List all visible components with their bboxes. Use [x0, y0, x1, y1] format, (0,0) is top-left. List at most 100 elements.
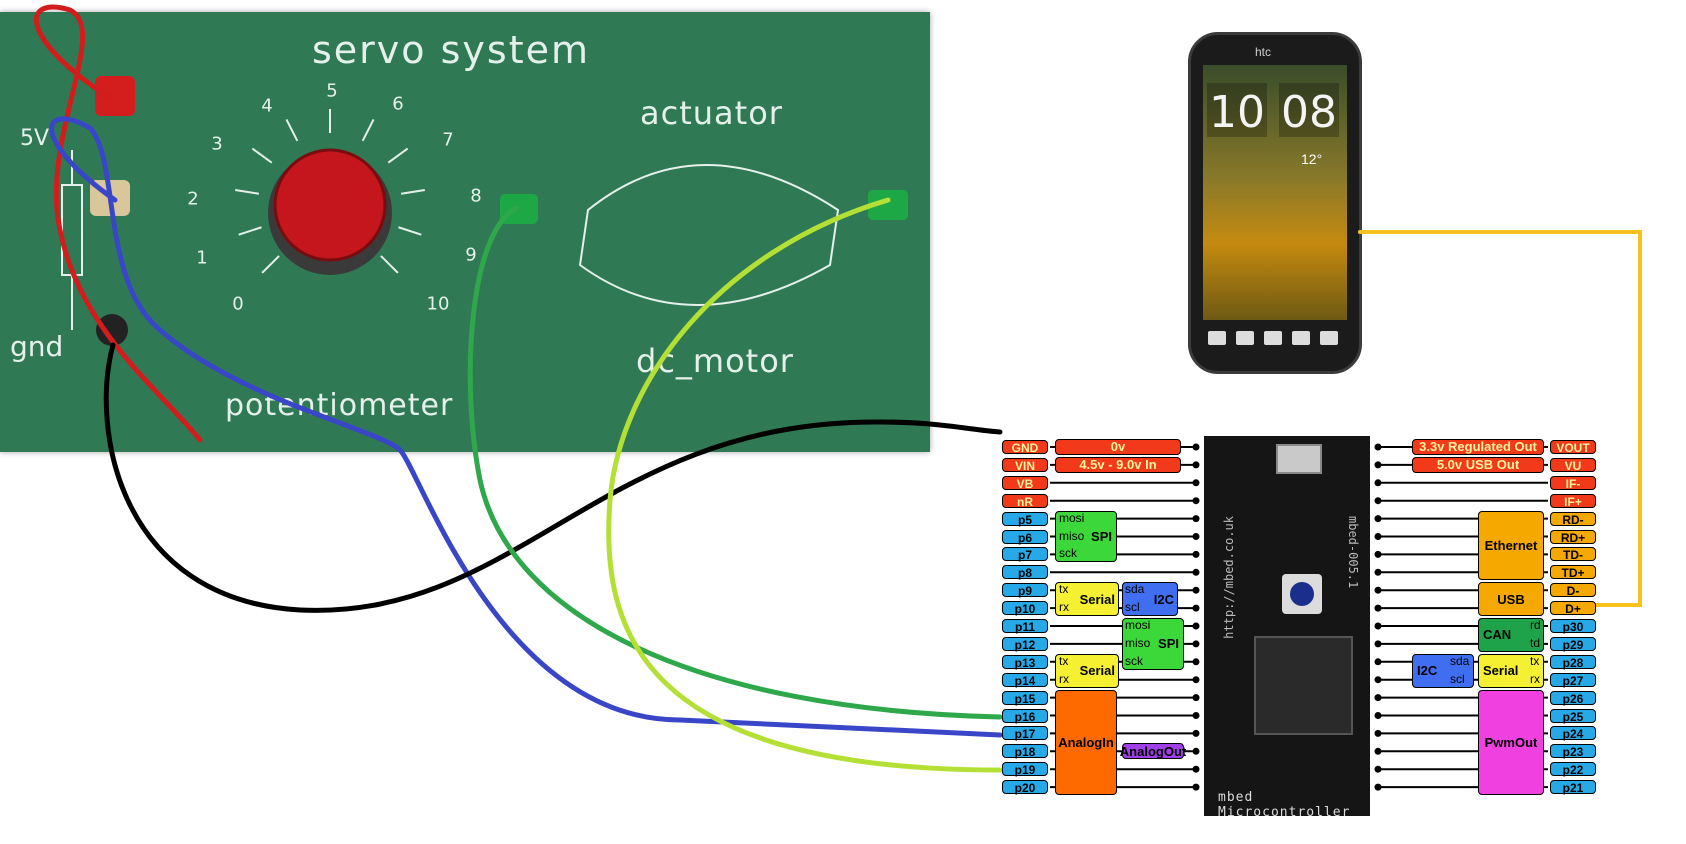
pin-d-: D-	[1550, 583, 1596, 598]
signal-mosi: mosi	[1125, 618, 1151, 632]
pin-dot	[1192, 729, 1200, 737]
dial-tick	[235, 188, 260, 195]
pin-dot	[1192, 783, 1200, 791]
pin-dot	[1192, 694, 1200, 702]
resistor-symbol	[61, 184, 83, 276]
gnd-jack	[96, 314, 128, 346]
pin-dot	[1374, 461, 1382, 469]
pin-vin: VIN	[1002, 457, 1048, 473]
pin-dot	[1374, 694, 1382, 702]
pin-p11: p11	[1002, 619, 1048, 634]
supply-5v-label: 5V	[20, 126, 50, 151]
serial-group-1: Serial	[1055, 582, 1119, 616]
pin-dot	[1192, 568, 1200, 576]
pin-p25: p25	[1550, 708, 1596, 724]
pin-dot	[1374, 765, 1382, 773]
pin-dot	[1192, 479, 1200, 487]
reset-button	[1282, 574, 1322, 614]
signal-miso: miso	[1059, 528, 1085, 543]
mcu-side-url: http://mbed.co.uk	[1222, 516, 1236, 639]
pin-dot	[1192, 765, 1200, 773]
pin-vb: VB	[1002, 475, 1048, 491]
serial-group-3: Serial	[1478, 653, 1544, 688]
pin-p21: p21	[1550, 780, 1596, 795]
dial-number-0: 0	[232, 293, 244, 315]
pin-dot	[1192, 461, 1200, 469]
pwmout-group: PwmOut	[1478, 689, 1544, 795]
pin-rd+: RD+	[1550, 529, 1596, 545]
dial-tick	[261, 255, 280, 274]
pin-p6: p6	[1002, 529, 1048, 545]
motor-jack-right	[868, 190, 908, 220]
camera-icon	[1320, 331, 1338, 345]
usb-yellow-wire	[1358, 230, 1642, 607]
pin-p27: p27	[1550, 672, 1596, 688]
spi-group-1: SPI	[1055, 510, 1117, 563]
pin-dot	[1192, 622, 1200, 630]
dial-number-5: 5	[326, 80, 338, 102]
pin-p14: p14	[1002, 672, 1048, 688]
signal-tx: tx	[1059, 653, 1069, 668]
clock-minutes: 08	[1281, 87, 1337, 138]
phone-icon	[1208, 331, 1226, 345]
pin-dot	[1192, 497, 1200, 505]
pin-p16: p16	[1002, 708, 1048, 724]
gnd-description: 0v	[1055, 439, 1181, 455]
dial-number-7: 7	[442, 129, 454, 151]
pin-dot	[1374, 550, 1382, 558]
serial-group-2: Serial	[1055, 653, 1119, 688]
signal-rx: rx	[1059, 600, 1069, 615]
i2c-group-1: I2C	[1122, 582, 1178, 616]
signal-mosi: mosi	[1059, 510, 1085, 525]
signal-miso: miso	[1125, 635, 1151, 650]
mbed-microcontroller: http://mbed.co.uk mbed-005.1 mbed Microc…	[1204, 436, 1370, 820]
signal-scl: scl	[1450, 671, 1465, 686]
phone-brand: htc	[1255, 45, 1272, 59]
dial-number-4: 4	[261, 95, 273, 117]
dial-number-2: 2	[187, 188, 199, 210]
dc-motor-outline	[578, 164, 840, 306]
pin-rd-: RD-	[1550, 511, 1596, 527]
pin-gnd: GND	[1002, 440, 1048, 455]
pin-p22: p22	[1550, 762, 1596, 777]
pin-p20: p20	[1002, 780, 1048, 795]
dial-tick	[238, 226, 262, 236]
pin-p23: p23	[1550, 744, 1596, 759]
pin-p9: p9	[1002, 583, 1048, 598]
message-icon	[1292, 331, 1310, 345]
pin-td+: TD+	[1550, 565, 1596, 580]
pin-dot	[1374, 443, 1382, 451]
pin-dot	[1192, 747, 1200, 755]
pin-p13: p13	[1002, 654, 1048, 670]
pin-p26: p26	[1550, 690, 1596, 706]
pin-p12: p12	[1002, 636, 1048, 652]
pin-vu: VU	[1550, 457, 1596, 473]
pin-dot	[1192, 640, 1200, 648]
signal-rx: rx	[1530, 671, 1540, 686]
dial-tick	[361, 119, 375, 142]
dial-tick	[251, 147, 273, 164]
vu-description: 5.0v USB Out	[1412, 456, 1544, 473]
signal-scl: scl	[1125, 600, 1140, 615]
dial-number-3: 3	[211, 133, 223, 155]
light-green-wire	[606, 197, 1003, 773]
pin-dot	[1374, 747, 1382, 755]
signal-tx: tx	[1059, 582, 1069, 597]
signal-sda: sda	[1125, 582, 1145, 597]
phone-dock	[1203, 325, 1347, 353]
signal-rd: rd	[1530, 618, 1541, 632]
pin-dot	[1192, 676, 1200, 684]
pin-dot	[1374, 622, 1382, 630]
pin-dot	[1374, 658, 1382, 666]
dial-number-9: 9	[465, 244, 477, 266]
clock-hour-box	[1207, 83, 1267, 137]
mini-usb-connector	[1276, 444, 1322, 474]
htc-smartphone: htc 10 08 12°	[1188, 32, 1362, 374]
pin-dot	[1374, 497, 1382, 505]
pin-if+: IF+	[1550, 493, 1596, 509]
pin-dot	[1374, 676, 1382, 684]
pin-d+: D+	[1550, 601, 1596, 616]
signal-sck: sck	[1059, 546, 1077, 561]
